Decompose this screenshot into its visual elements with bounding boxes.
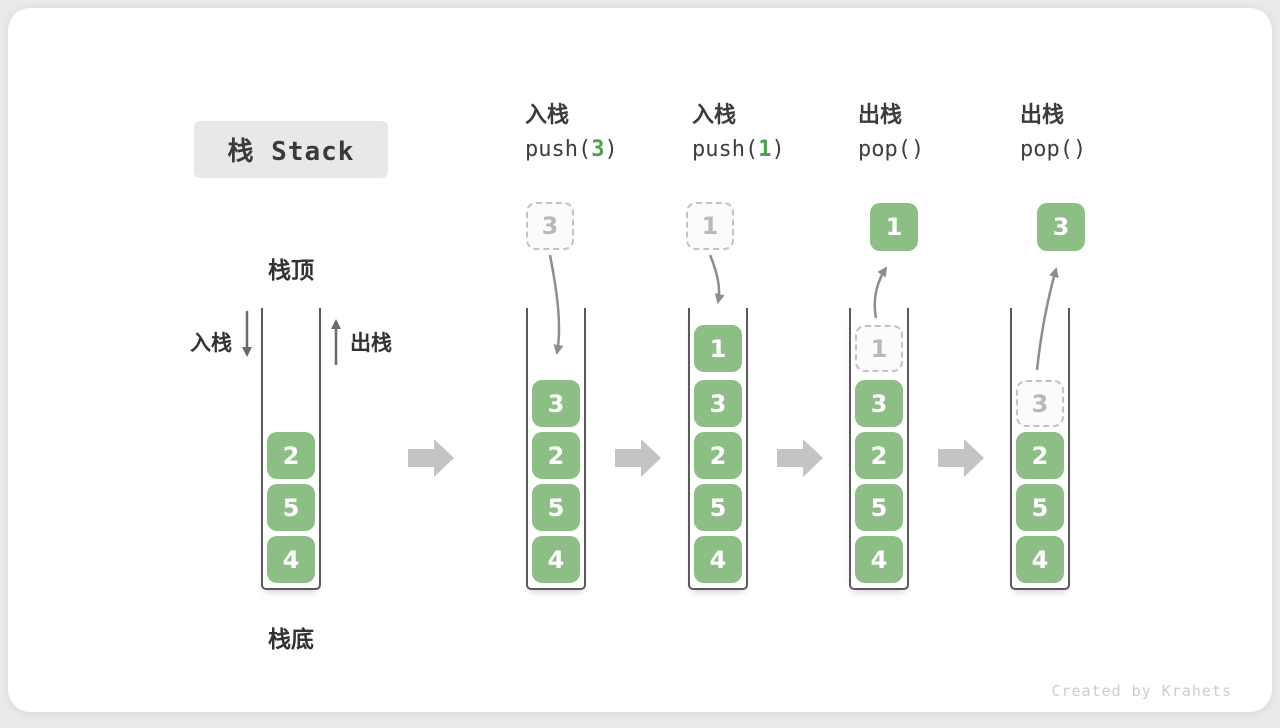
next-stage-arrow-icon: [408, 439, 454, 477]
stack-cell: 1: [694, 325, 742, 372]
operation-header-push1: 入栈 push(1): [692, 105, 785, 161]
stack-top-label: 栈顶: [268, 258, 314, 284]
stack-cell: 2: [532, 432, 580, 479]
operation-code: push(1): [692, 137, 785, 162]
push-side-label: 入栈: [190, 331, 232, 355]
push-motion-arrow-icon: [708, 254, 725, 304]
next-stage-arrow-icon: [615, 439, 661, 477]
stack-cell: 3: [694, 380, 742, 427]
stack-container-pop1: 1 3 2 5 4: [849, 308, 909, 590]
stack-cell: 5: [1016, 484, 1064, 531]
stack-container-push1: 1 3 2 5 4: [688, 308, 748, 590]
stack-cell: 4: [1016, 536, 1064, 583]
stack-cell: 4: [267, 536, 315, 583]
diagram-card: 栈 Stack 栈顶 栈底 入栈 出栈 入栈 push(3) 入栈 push(1…: [8, 8, 1272, 712]
operation-name: 出栈: [858, 103, 903, 128]
popped-value-box: 3: [1037, 203, 1085, 251]
stack-cell: 2: [855, 432, 903, 479]
code-argument: 3: [591, 137, 605, 162]
arrows-overlay: [242, 254, 1059, 477]
operation-code: pop(): [858, 137, 925, 162]
removed-cell-ghost: 3: [1016, 380, 1064, 427]
diagram-title: 栈 Stack: [194, 121, 388, 178]
next-stage-arrow-icon: [777, 439, 823, 477]
operation-header-push3: 入栈 push(3): [525, 105, 618, 161]
removed-cell-ghost: 1: [855, 325, 903, 372]
stack-cell: 4: [532, 536, 580, 583]
popped-value-box: 1: [870, 203, 918, 251]
stack-bottom-label: 栈底: [268, 627, 314, 653]
operation-name: 入栈: [525, 103, 570, 128]
code-argument: 1: [758, 137, 772, 162]
incoming-value-box: 3: [526, 202, 574, 250]
operation-header-pop3: 出栈 pop(): [1020, 105, 1086, 161]
stack-cell: 5: [267, 484, 315, 531]
credit-text: Created by Krahets: [1051, 682, 1232, 700]
stack-cell: 4: [694, 536, 742, 583]
stack-container-push3: 3 2 5 4: [526, 308, 586, 590]
pop-side-label: 出栈: [350, 331, 392, 355]
stack-cell: 3: [532, 380, 580, 427]
operation-header-pop1: 出栈 pop(): [858, 105, 924, 161]
operation-name: 入栈: [692, 103, 737, 128]
stack-container-pop3: 3 2 5 4: [1010, 308, 1070, 590]
stack-cell: 5: [532, 484, 580, 531]
stack-cell: 2: [1016, 432, 1064, 479]
operation-name: 出栈: [1020, 103, 1065, 128]
stack-cell: 5: [855, 484, 903, 531]
stack-container-initial: 2 5 4: [261, 308, 321, 590]
operation-code: pop(): [1020, 137, 1087, 162]
stack-cell: 2: [694, 432, 742, 479]
stack-cell: 4: [855, 536, 903, 583]
stack-cell: 2: [267, 432, 315, 479]
incoming-value-box: 1: [686, 202, 734, 250]
next-stage-arrow-icon: [938, 439, 984, 477]
stack-cell: 5: [694, 484, 742, 531]
operation-code: push(3): [525, 137, 618, 162]
stack-cell: 3: [855, 380, 903, 427]
